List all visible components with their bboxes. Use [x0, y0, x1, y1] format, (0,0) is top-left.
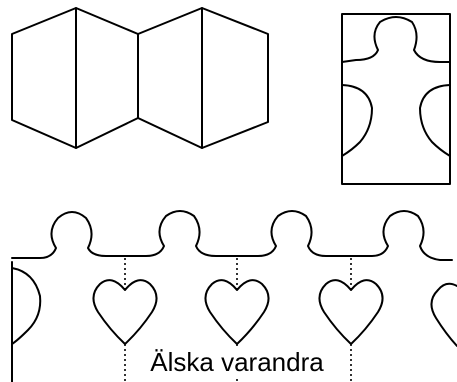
arm-left: [12, 268, 40, 344]
doll-heads-outline: [12, 211, 452, 260]
right-half-heart: [420, 85, 450, 156]
figure-outline: [342, 17, 450, 62]
template-panel: [342, 14, 450, 184]
paper-doll-chain: Älska varandra: [12, 211, 457, 382]
heart-partial: [431, 284, 457, 346]
caption-text: Älska varandra: [150, 347, 324, 377]
left-half-heart: [342, 85, 372, 156]
folded-paper-strip: [12, 8, 268, 148]
